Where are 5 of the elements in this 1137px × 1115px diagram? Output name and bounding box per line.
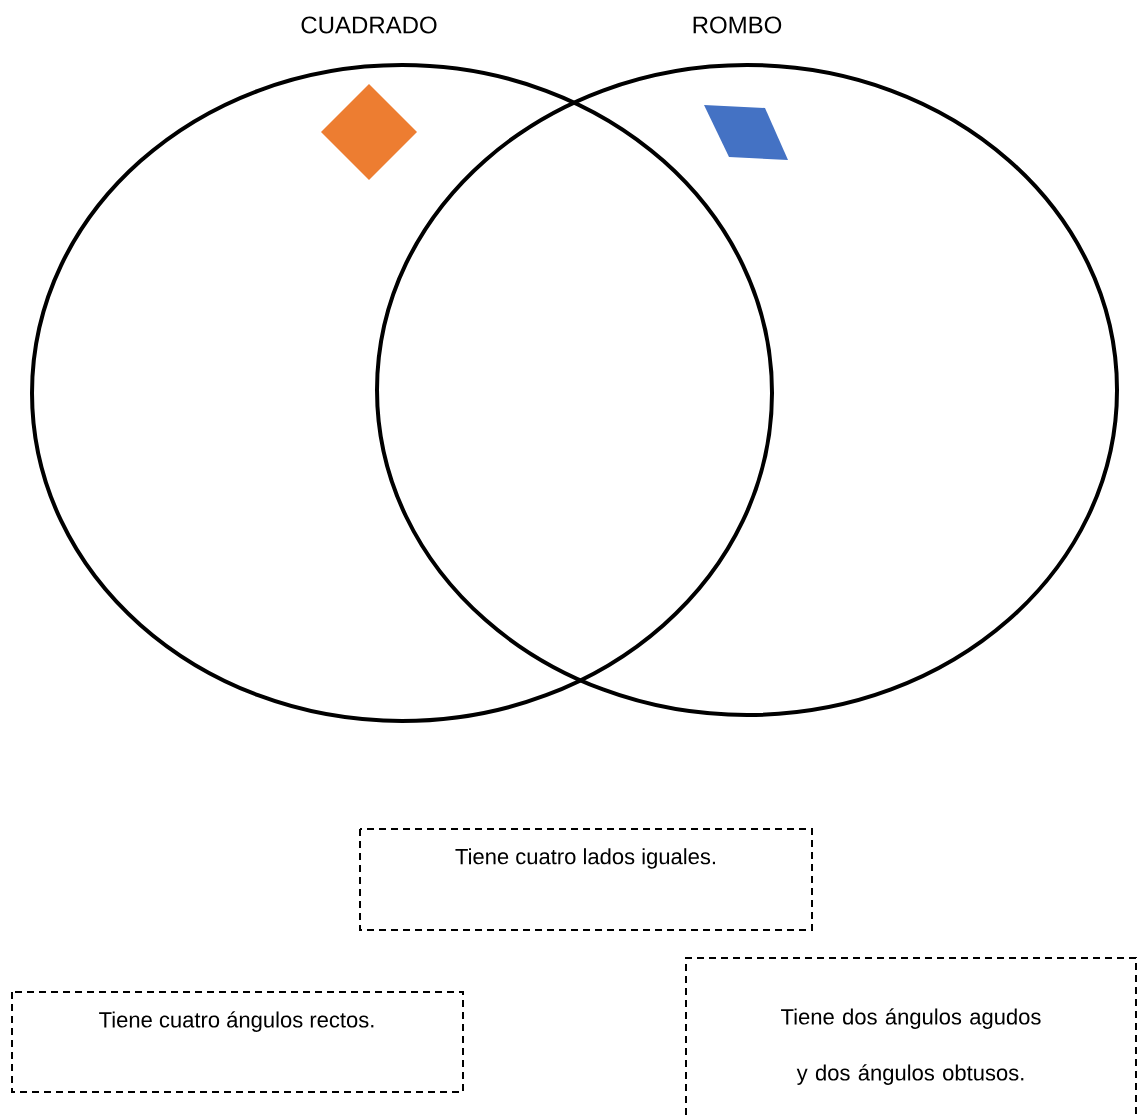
- dashed-text-box: Tiene dos ángulos agudos y dos ángulos obtusos.: [685, 957, 1137, 1115]
- dashed-text-box: Tiene cuatro ángulos rectos.: [11, 991, 464, 1093]
- node-label: ROMBO: [693, 16, 782, 34]
- dashed-text-box: Tiene cuatro lados iguales.: [359, 828, 813, 931]
- node-label: CUADRADO: [301, 16, 437, 34]
